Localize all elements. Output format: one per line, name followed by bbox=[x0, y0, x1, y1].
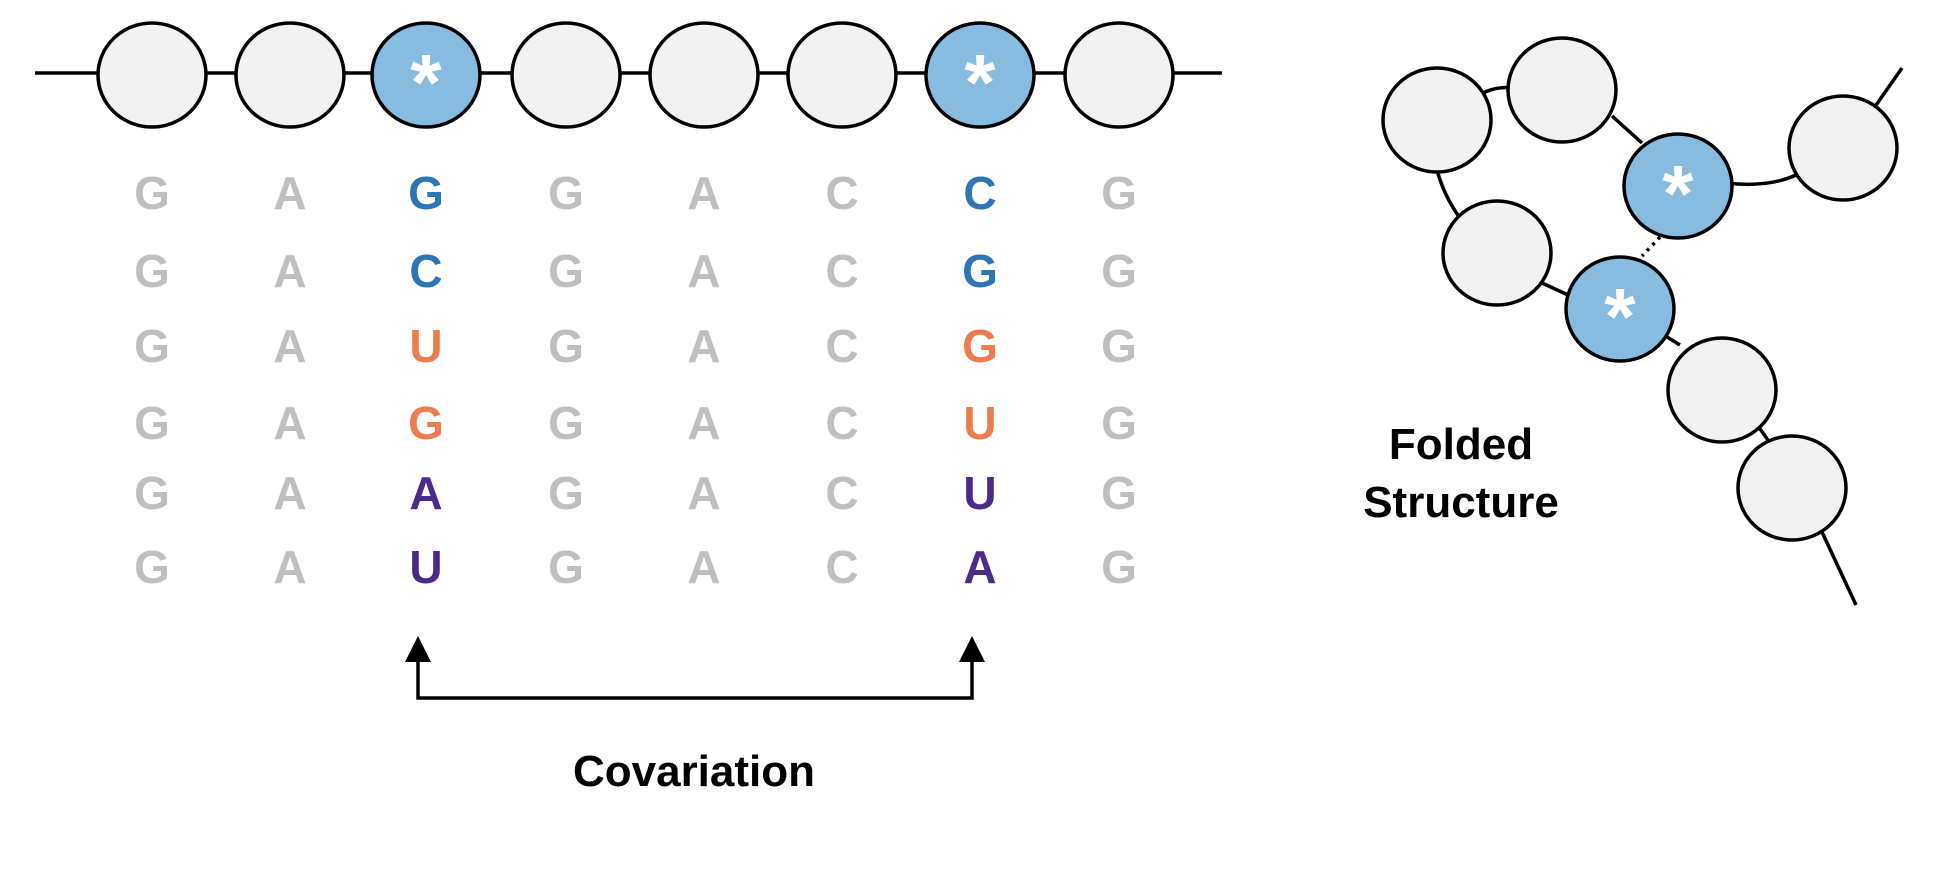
sequence-node bbox=[370, 21, 482, 129]
covarying-base: G bbox=[962, 245, 998, 297]
folded-node bbox=[1622, 132, 1734, 240]
conserved-base: C bbox=[825, 167, 858, 219]
conserved-base: G bbox=[548, 167, 584, 219]
conserved-base: G bbox=[548, 467, 584, 519]
covarying-base: U bbox=[963, 397, 996, 449]
conserved-base: C bbox=[825, 320, 858, 372]
covarying-base: A bbox=[409, 467, 442, 519]
fold-backbone-5 bbox=[1435, 169, 1462, 220]
base-pair-bond bbox=[1640, 235, 1662, 258]
conserved-base: G bbox=[1101, 320, 1137, 372]
covarying-base: G bbox=[962, 320, 998, 372]
conserved-base: G bbox=[134, 467, 170, 519]
conserved-base: A bbox=[273, 541, 306, 593]
conserved-base: G bbox=[1101, 167, 1137, 219]
conserved-base: G bbox=[1101, 397, 1137, 449]
fold-backbone-6 bbox=[1539, 280, 1569, 297]
conserved-base: G bbox=[134, 167, 170, 219]
conserved-base: A bbox=[273, 467, 306, 519]
sequence-node bbox=[786, 21, 898, 129]
conserved-base: G bbox=[548, 541, 584, 593]
pair-marker-icon: * bbox=[964, 38, 996, 127]
conserved-base: G bbox=[134, 320, 170, 372]
covarying-base: C bbox=[409, 245, 442, 297]
folded-label-line2: Structure bbox=[1363, 478, 1559, 527]
conserved-base: G bbox=[134, 541, 170, 593]
conserved-base: A bbox=[687, 320, 720, 372]
covarying-base: G bbox=[408, 167, 444, 219]
linear-sequence: ** bbox=[35, 21, 1222, 129]
conserved-base: G bbox=[134, 245, 170, 297]
fold-backbone-9 bbox=[1820, 531, 1858, 606]
conserved-base: A bbox=[687, 467, 720, 519]
conserved-base: C bbox=[825, 397, 858, 449]
conserved-base: G bbox=[134, 397, 170, 449]
conserved-base: C bbox=[825, 467, 858, 519]
conserved-base: A bbox=[687, 397, 720, 449]
conserved-base: G bbox=[548, 320, 584, 372]
conserved-base: G bbox=[1101, 245, 1137, 297]
conserved-base: C bbox=[825, 245, 858, 297]
folded-node bbox=[1564, 255, 1676, 363]
covariation-label: Covariation bbox=[573, 747, 815, 796]
covariation-bracket bbox=[405, 636, 985, 700]
conserved-base: A bbox=[687, 167, 720, 219]
covarying-base: U bbox=[409, 541, 442, 593]
covarying-base: G bbox=[408, 397, 444, 449]
folded-node bbox=[1736, 434, 1848, 542]
conserved-base: C bbox=[825, 541, 858, 593]
bracket-line bbox=[416, 660, 974, 700]
conserved-base: A bbox=[273, 397, 306, 449]
sequence-node bbox=[510, 21, 622, 129]
conserved-base: G bbox=[548, 245, 584, 297]
conserved-base: A bbox=[273, 167, 306, 219]
pair-marker-icon: * bbox=[1662, 149, 1694, 238]
covarying-base: C bbox=[963, 167, 996, 219]
arrow-right-icon bbox=[959, 636, 985, 662]
conserved-base: G bbox=[1101, 467, 1137, 519]
pair-marker-icon: * bbox=[1604, 272, 1636, 361]
folded-node bbox=[1441, 199, 1553, 307]
folded-label-line1: Folded bbox=[1389, 420, 1533, 469]
covarying-base: U bbox=[409, 320, 442, 372]
folded-node bbox=[1381, 66, 1493, 174]
conserved-base: G bbox=[548, 397, 584, 449]
folded-node bbox=[1506, 36, 1618, 144]
conserved-base: A bbox=[687, 245, 720, 297]
sequence-node bbox=[648, 21, 760, 129]
folded-node bbox=[1666, 336, 1778, 444]
sequence-node bbox=[96, 21, 208, 129]
folded-node bbox=[1787, 94, 1899, 202]
arrow-left-icon bbox=[405, 636, 431, 662]
fold-backbone-3 bbox=[1725, 172, 1799, 187]
conserved-base: A bbox=[273, 320, 306, 372]
pair-marker-icon: * bbox=[410, 38, 442, 127]
sequence-node bbox=[924, 21, 1036, 129]
fold-backbone-2 bbox=[1610, 114, 1644, 145]
sequence-node bbox=[234, 21, 346, 129]
folded-structure: ** bbox=[1381, 36, 1904, 606]
sequence-node bbox=[1063, 21, 1175, 129]
conserved-base: G bbox=[1101, 541, 1137, 593]
covarying-base: A bbox=[963, 541, 996, 593]
covarying-base: U bbox=[963, 467, 996, 519]
fold-backbone-4 bbox=[1872, 66, 1904, 110]
conserved-base: A bbox=[273, 245, 306, 297]
conserved-base: A bbox=[687, 541, 720, 593]
